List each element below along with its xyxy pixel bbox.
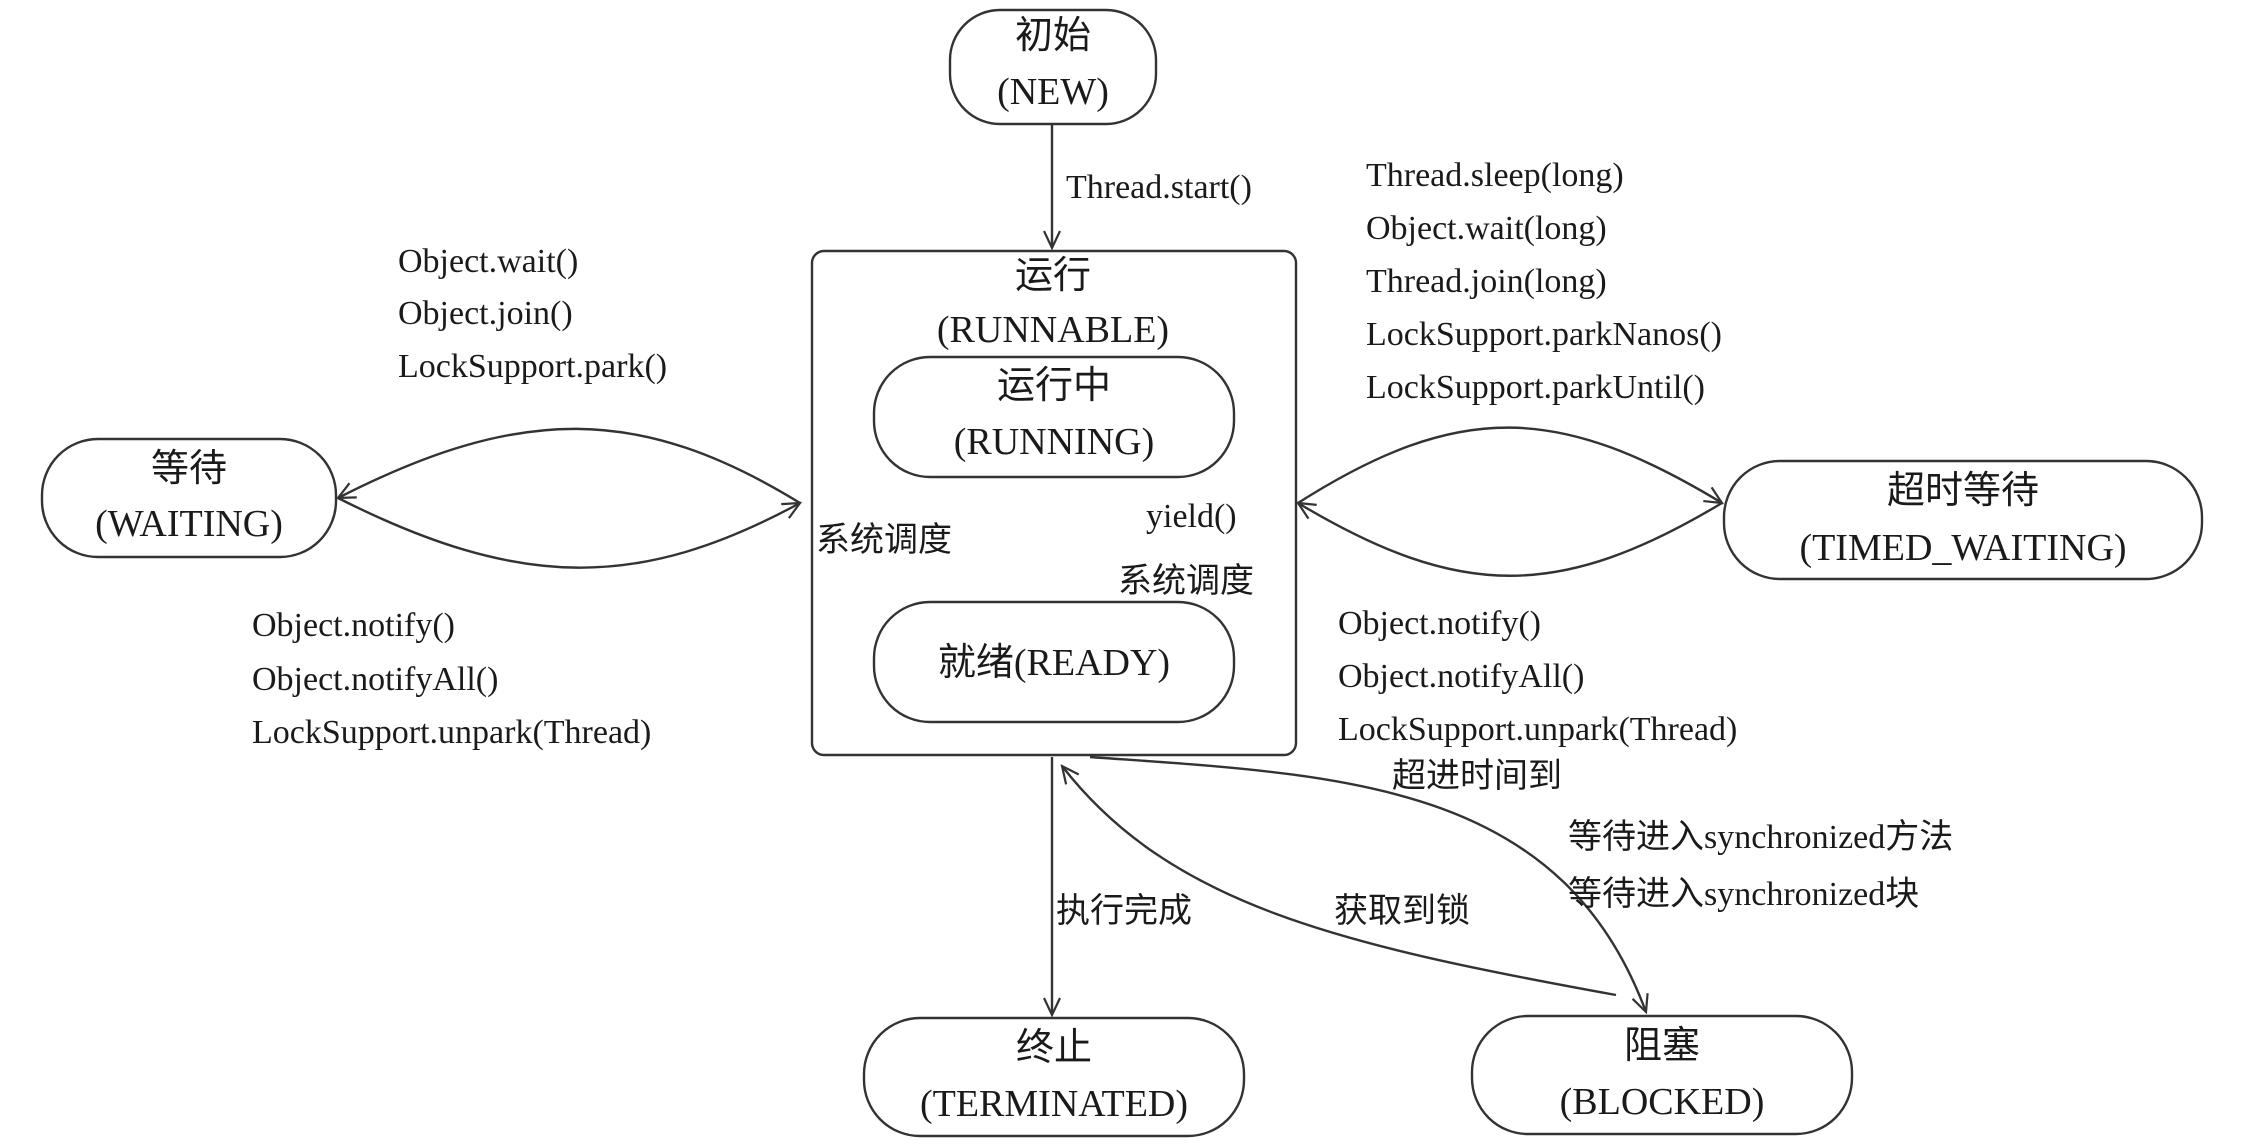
label-from-timed-waiting-3: LockSupport.unpark(Thread): [1338, 711, 1737, 748]
state-waiting-name: 等待: [151, 448, 227, 490]
label-to-timed-waiting-1: Thread.sleep(long): [1366, 157, 1624, 194]
state-timed-waiting: 超时等待 (TIMED_WAITING): [1722, 459, 2204, 581]
state-timed-waiting-name: 超时等待: [1887, 470, 2039, 512]
label-acquire-lock: 获取到锁: [1334, 892, 1470, 930]
state-terminated-name: 终止: [1016, 1027, 1092, 1069]
state-ready: 就绪(READY): [872, 600, 1236, 724]
state-running-code: (RUNNING): [954, 421, 1155, 463]
label-to-waiting-1: Object.wait(): [398, 243, 578, 280]
label-to-timed-waiting-5: LockSupport.parkUntil(): [1366, 369, 1705, 406]
edge-acquire-lock: [1062, 766, 1617, 997]
label-from-waiting-2: Object.notifyAll(): [252, 661, 498, 698]
label-timeout: 超进时间到: [1392, 758, 1562, 795]
label-to-waiting-3: LockSupport.park(): [398, 348, 667, 385]
label-from-timed-waiting-1: Object.notify(): [1338, 605, 1541, 642]
edge-from-waiting: [337, 496, 800, 569]
label-to-blocked-2: 等待进入synchronized块: [1568, 875, 1919, 913]
state-blocked-name: 阻塞: [1624, 1025, 1700, 1067]
edge-from-timed-waiting: [1298, 503, 1723, 577]
state-ready-name: 就绪(READY): [938, 642, 1170, 684]
label-yield: yield(): [1146, 498, 1237, 535]
label-complete: 执行完成: [1056, 892, 1192, 930]
label-system-schedule-right: 系统调度: [1118, 562, 1254, 600]
edge-to-blocked: [1089, 755, 1646, 1012]
state-new-code: (NEW): [997, 71, 1109, 113]
state-running-name: 运行中: [997, 365, 1111, 407]
label-from-timed-waiting-2: Object.notifyAll(): [1338, 658, 1584, 695]
state-new: 初始 (NEW): [948, 8, 1158, 126]
label-start: Thread.start(): [1066, 169, 1252, 206]
label-to-waiting-2: Object.join(): [398, 295, 573, 332]
state-runnable-name: 运行: [1015, 255, 1091, 297]
label-to-blocked-1: 等待进入synchronized方法: [1568, 818, 1953, 856]
label-system-schedule-left: 系统调度: [816, 521, 952, 559]
state-blocked: 阻塞 (BLOCKED): [1470, 1014, 1854, 1136]
state-new-name: 初始: [1015, 15, 1091, 57]
state-terminated-code: (TERMINATED): [920, 1083, 1188, 1125]
state-blocked-code: (BLOCKED): [1560, 1081, 1765, 1123]
state-timed-waiting-code: (TIMED_WAITING): [1799, 527, 2126, 569]
state-running: 运行中 (RUNNING): [872, 355, 1236, 479]
label-from-waiting-1: Object.notify(): [252, 607, 455, 644]
state-terminated: 终止 (TERMINATED): [862, 1016, 1246, 1138]
label-to-timed-waiting-2: Object.wait(long): [1366, 210, 1607, 247]
edge-to-timed-waiting: [1297, 426, 1722, 503]
state-runnable-code: (RUNNABLE): [937, 309, 1169, 351]
label-to-timed-waiting-4: LockSupport.parkNanos(): [1366, 316, 1722, 353]
edge-to-waiting: [338, 427, 801, 505]
label-to-timed-waiting-3: Thread.join(long): [1366, 263, 1607, 300]
state-waiting: 等待 (WAITING): [40, 437, 338, 559]
label-from-waiting-3: LockSupport.unpark(Thread): [252, 714, 651, 751]
state-waiting-code: (WAITING): [95, 503, 283, 545]
